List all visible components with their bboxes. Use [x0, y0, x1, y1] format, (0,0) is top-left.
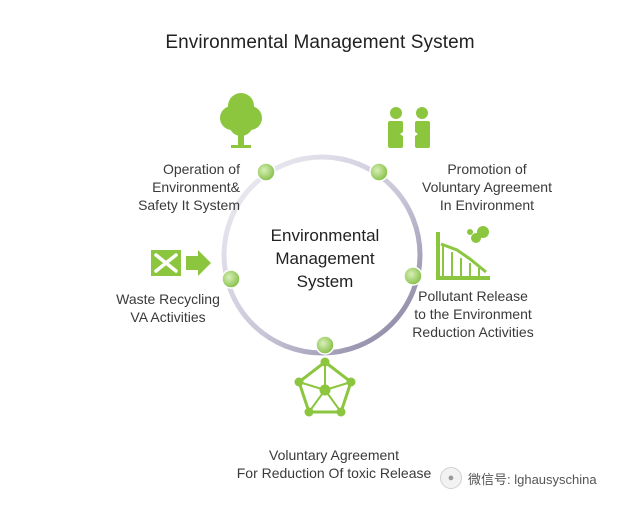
node-dot-pollutant	[403, 266, 423, 286]
node-label-promotion: Promotion of Voluntary Agreement In Envi…	[422, 161, 552, 213]
watermark-text: 微信号: lghausyschina	[468, 471, 597, 487]
node-label-voluntary: Voluntary Agreement For Reduction Of tox…	[236, 447, 432, 481]
watermark: ● 微信号: lghausyschina	[440, 466, 630, 490]
tree-icon	[220, 93, 262, 148]
recycle-arrow-icon	[151, 250, 211, 276]
node-dot-operation	[256, 162, 276, 182]
node-dot-voluntary	[315, 335, 335, 355]
node-dot-promotion	[369, 162, 389, 182]
diagram-title: Environmental Management System	[165, 32, 475, 53]
node-label-waste: Waste Recycling VA Activities	[116, 291, 220, 325]
node-label-pollutant: Pollutant Release to the Environment Red…	[412, 288, 534, 340]
wechat-icon: ●	[440, 467, 462, 489]
declining-chart-icon	[436, 226, 490, 280]
exchange-icon	[388, 107, 430, 148]
network-pentagon-icon	[294, 357, 356, 417]
node-dot-waste	[221, 269, 241, 289]
center-label: Environmental Management System	[270, 226, 380, 291]
node-label-operation: Operation of Environment& Safety It Syst…	[138, 161, 240, 213]
